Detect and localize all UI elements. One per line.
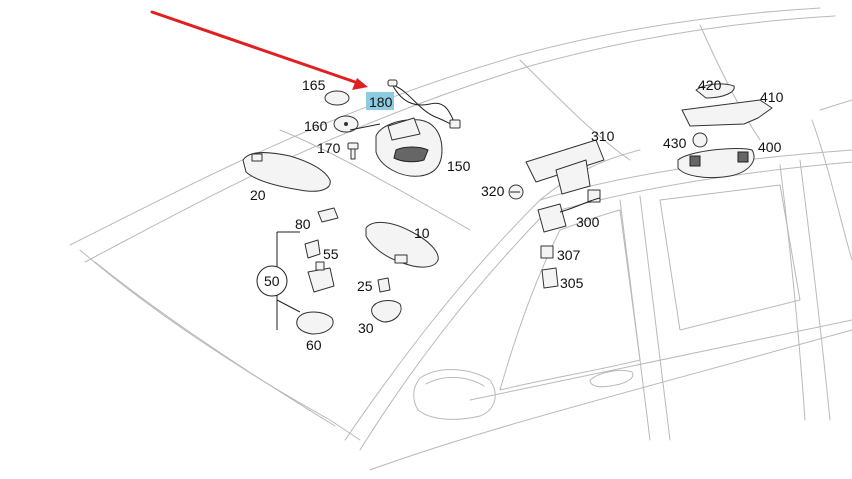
rear-roof-group — [677, 83, 773, 179]
callout-165: 165 — [302, 77, 326, 93]
part-170-screw — [347, 142, 359, 150]
callout-420: 420 — [698, 77, 722, 93]
part-410-bracket — [681, 99, 773, 127]
part-305-clip — [541, 267, 559, 289]
callout-160: 160 — [304, 118, 328, 134]
callout-80: 80 — [295, 216, 311, 232]
callout-labels: 165 180 160 170 150 20 80 10 55 50 25 30… — [250, 77, 784, 353]
part-307-clip — [540, 245, 554, 259]
part-50-bracket — [307, 267, 335, 293]
callout-430: 430 — [663, 135, 687, 151]
part-30-holder — [371, 300, 402, 323]
callout-20: 20 — [250, 187, 266, 203]
overhead-console-assembly — [324, 79, 461, 177]
callout-150: 150 — [447, 158, 471, 174]
callout-180: 180 — [369, 94, 393, 110]
callout-305: 305 — [560, 275, 584, 291]
callout-50: 50 — [264, 273, 280, 289]
callout-320: 320 — [481, 183, 505, 199]
callout-170: 170 — [317, 140, 341, 156]
part-420-cover — [695, 83, 735, 99]
part-310-frame — [525, 139, 605, 183]
callout-300: 300 — [576, 214, 600, 230]
part-25-clip — [377, 277, 391, 293]
callout-310: 310 — [591, 128, 615, 144]
callout-410: 410 — [760, 89, 784, 105]
part-165-cap — [324, 90, 350, 106]
vehicle-outline — [69, 7, 852, 471]
rear-overhead-group — [508, 139, 605, 289]
callout-30: 30 — [358, 320, 374, 336]
part-60-holder — [296, 311, 334, 335]
callout-307: 307 — [557, 247, 581, 263]
callout-400: 400 — [758, 139, 782, 155]
callout-180-highlight — [366, 92, 394, 110]
callout-25: 25 — [357, 278, 373, 294]
callout-55: 55 — [323, 246, 339, 262]
part-180-harness — [391, 83, 456, 125]
part-10-visor — [365, 222, 439, 268]
callout-10: 10 — [414, 225, 430, 241]
part-300-lamp — [537, 203, 567, 233]
part-80-clip — [317, 207, 339, 223]
pointer-arrow — [150, 10, 368, 90]
sun-visor-group — [242, 152, 439, 335]
part-430-nut — [692, 132, 708, 148]
part-55-hinge — [304, 239, 321, 259]
part-20-visor — [242, 152, 331, 192]
callout-60: 60 — [306, 337, 322, 353]
